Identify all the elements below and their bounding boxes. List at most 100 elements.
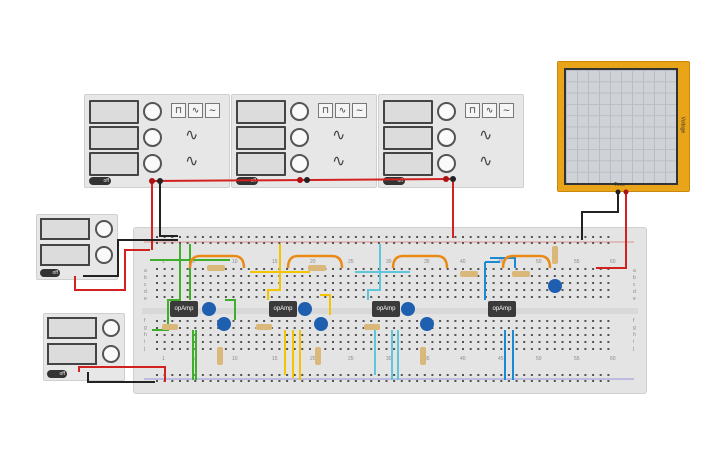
frequency-knob[interactable]: [290, 102, 309, 121]
offset-knob[interactable]: [143, 154, 162, 173]
opamp-chip-1[interactable]: opAmp: [170, 301, 198, 317]
triangle-wave-button[interactable]: ∿: [188, 103, 203, 118]
display-2: [236, 126, 286, 150]
display-3: [383, 152, 433, 176]
row-letter: f: [144, 318, 146, 324]
column-number: 5: [192, 259, 195, 265]
row-letter: f: [633, 318, 635, 324]
frequency-knob[interactable]: [437, 102, 456, 121]
column-number: 35: [424, 259, 430, 265]
column-number: 50: [536, 356, 542, 362]
row-letter: c: [633, 282, 636, 288]
row-letter: b: [633, 275, 636, 281]
square-wave-button[interactable]: ⊓: [318, 103, 333, 118]
row-letter: i: [144, 339, 146, 345]
column-number: 5: [192, 356, 195, 362]
display-1: [383, 100, 433, 124]
column-number: 10: [232, 356, 238, 362]
display-2: [89, 126, 139, 150]
row-letter: a: [144, 268, 147, 274]
waveform-preview-1: ∿: [332, 127, 346, 144]
column-number: 45: [498, 356, 504, 362]
triangle-wave-button[interactable]: ∿: [482, 103, 497, 118]
oscilloscope[interactable]: Time Voltage: [557, 61, 690, 192]
display-3: [236, 152, 286, 176]
column-number: 1: [162, 259, 165, 265]
column-number: 55: [574, 356, 580, 362]
amplitude-knob[interactable]: [143, 128, 162, 147]
power-switch[interactable]: off: [383, 177, 405, 185]
power-switch[interactable]: off: [236, 177, 258, 185]
column-number: 25: [348, 259, 354, 265]
column-number: 30: [386, 356, 392, 362]
column-number: 40: [460, 356, 466, 362]
oscilloscope-screen: [564, 68, 678, 185]
row-letter: e: [633, 296, 636, 302]
display-2: [383, 126, 433, 150]
power-switch[interactable]: off: [40, 269, 60, 277]
column-number: 20: [310, 356, 316, 362]
triangle-wave-button[interactable]: ∿: [335, 103, 350, 118]
time-axis-label: Time: [614, 182, 625, 188]
column-number: 55: [574, 259, 580, 265]
waveform-preview-2: ∿: [332, 153, 346, 170]
frequency-knob[interactable]: [143, 102, 162, 121]
column-number: 60: [610, 259, 616, 265]
row-letter: b: [144, 275, 147, 281]
offset-knob[interactable]: [290, 154, 309, 173]
function-generator-1[interactable]: ⊓ ∿ ∼ ∿ ∿ off: [84, 94, 230, 188]
column-number: 45: [498, 259, 504, 265]
voltage-display: [40, 218, 90, 240]
voltage-axis-label: Voltage: [679, 116, 686, 134]
opamp-chip-3[interactable]: opAmp: [372, 301, 400, 317]
voltage-display: [47, 317, 97, 339]
display-1: [89, 100, 139, 124]
row-letter: h: [633, 332, 636, 338]
column-number: 35: [424, 356, 430, 362]
column-number: 60: [610, 356, 616, 362]
row-letter: j: [144, 346, 146, 352]
function-generator-3[interactable]: ⊓ ∿ ∼ ∿ ∿ off: [378, 94, 524, 188]
sine-wave-button[interactable]: ∼: [499, 103, 514, 118]
column-number: 50: [536, 259, 542, 265]
row-letter: a: [633, 268, 636, 274]
square-wave-button[interactable]: ⊓: [171, 103, 186, 118]
sine-wave-button[interactable]: ∼: [205, 103, 220, 118]
power-switch[interactable]: off: [89, 177, 111, 185]
amplitude-knob[interactable]: [437, 128, 456, 147]
row-letter: i: [633, 339, 635, 345]
offset-knob[interactable]: [437, 154, 456, 173]
column-number: 15: [272, 356, 278, 362]
opamp-chip-2[interactable]: opAmp: [269, 301, 297, 317]
amplitude-knob[interactable]: [290, 128, 309, 147]
breadboard[interactable]: 1 5 10 15 20 25 30 35 40 45 50 55 60 1 5…: [133, 227, 647, 394]
display-1: [236, 100, 286, 124]
row-letter: d: [144, 289, 147, 295]
current-knob[interactable]: [102, 345, 120, 363]
row-letter: g: [144, 325, 147, 331]
column-number: 25: [348, 356, 354, 362]
row-letter: j: [633, 346, 635, 352]
display-3: [89, 152, 139, 176]
current-display: [40, 244, 90, 266]
current-display: [47, 343, 97, 365]
power-supply-1[interactable]: off: [36, 214, 118, 280]
row-letter: e: [144, 296, 147, 302]
waveform-preview-1: ∿: [185, 127, 199, 144]
current-knob[interactable]: [95, 246, 113, 264]
column-number: 10: [232, 259, 238, 265]
row-letter: h: [144, 332, 147, 338]
power-switch[interactable]: off: [47, 370, 67, 378]
square-wave-button[interactable]: ⊓: [465, 103, 480, 118]
column-number: 40: [460, 259, 466, 265]
opamp-chip-4[interactable]: opAmp: [488, 301, 516, 317]
column-number: 1: [162, 356, 165, 362]
row-letter: g: [633, 325, 636, 331]
row-letter: c: [144, 282, 147, 288]
function-generator-2[interactable]: ⊓ ∿ ∼ ∿ ∿ off: [231, 94, 377, 188]
column-number: 15: [272, 259, 278, 265]
power-supply-2[interactable]: off: [43, 313, 125, 381]
voltage-knob[interactable]: [102, 319, 120, 337]
voltage-knob[interactable]: [95, 220, 113, 238]
sine-wave-button[interactable]: ∼: [352, 103, 367, 118]
